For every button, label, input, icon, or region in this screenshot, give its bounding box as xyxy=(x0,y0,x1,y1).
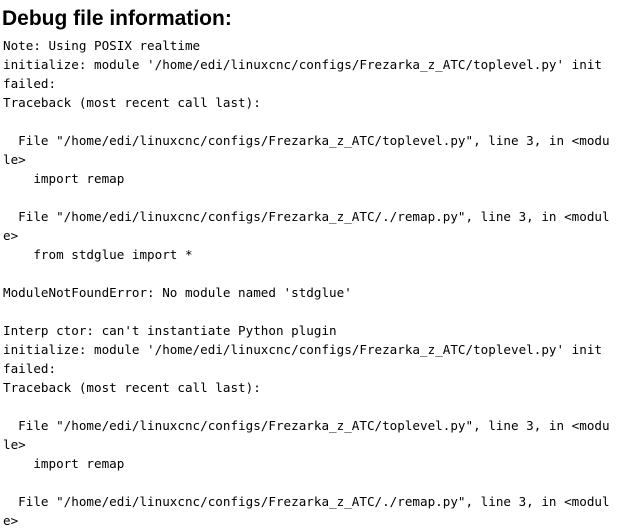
log-line: initialize: module '/home/edi/linuxcnc/c… xyxy=(3,342,602,357)
log-line xyxy=(3,188,642,207)
log-line: failed: xyxy=(3,76,57,91)
log-line: e> xyxy=(3,513,19,528)
log-line: e> xyxy=(3,228,19,243)
log-line: File "/home/edi/linuxcnc/configs/Frezark… xyxy=(3,418,610,433)
log-line: initialize: module '/home/edi/linuxcnc/c… xyxy=(3,57,602,72)
log-line: Note: Using POSIX realtime xyxy=(3,38,201,53)
log-line: import remap xyxy=(3,171,125,186)
debug-log-text[interactable]: Note: Using POSIX realtime initialize: m… xyxy=(3,36,642,530)
log-line: import remap xyxy=(3,456,125,471)
log-line: from stdglue import * xyxy=(3,247,193,262)
log-line: File "/home/edi/linuxcnc/configs/Frezark… xyxy=(3,494,610,509)
log-line: File "/home/edi/linuxcnc/configs/Frezark… xyxy=(3,133,610,148)
log-line xyxy=(3,302,642,321)
log-line: Traceback (most recent call last): xyxy=(3,380,261,395)
log-line: le> xyxy=(3,437,26,452)
log-line: ModuleNotFoundError: No module named 'st… xyxy=(3,285,352,300)
log-line: Interp ctor: can't instantiate Python pl… xyxy=(3,323,337,338)
log-line xyxy=(3,397,642,416)
log-line: File "/home/edi/linuxcnc/configs/Frezark… xyxy=(3,209,610,224)
log-line: le> xyxy=(3,152,26,167)
log-line xyxy=(3,264,642,283)
log-line: Traceback (most recent call last): xyxy=(3,95,261,110)
debug-info-title: Debug file information: xyxy=(2,7,232,30)
log-line: failed: xyxy=(3,361,57,376)
log-line xyxy=(3,112,642,131)
log-line xyxy=(3,473,642,492)
